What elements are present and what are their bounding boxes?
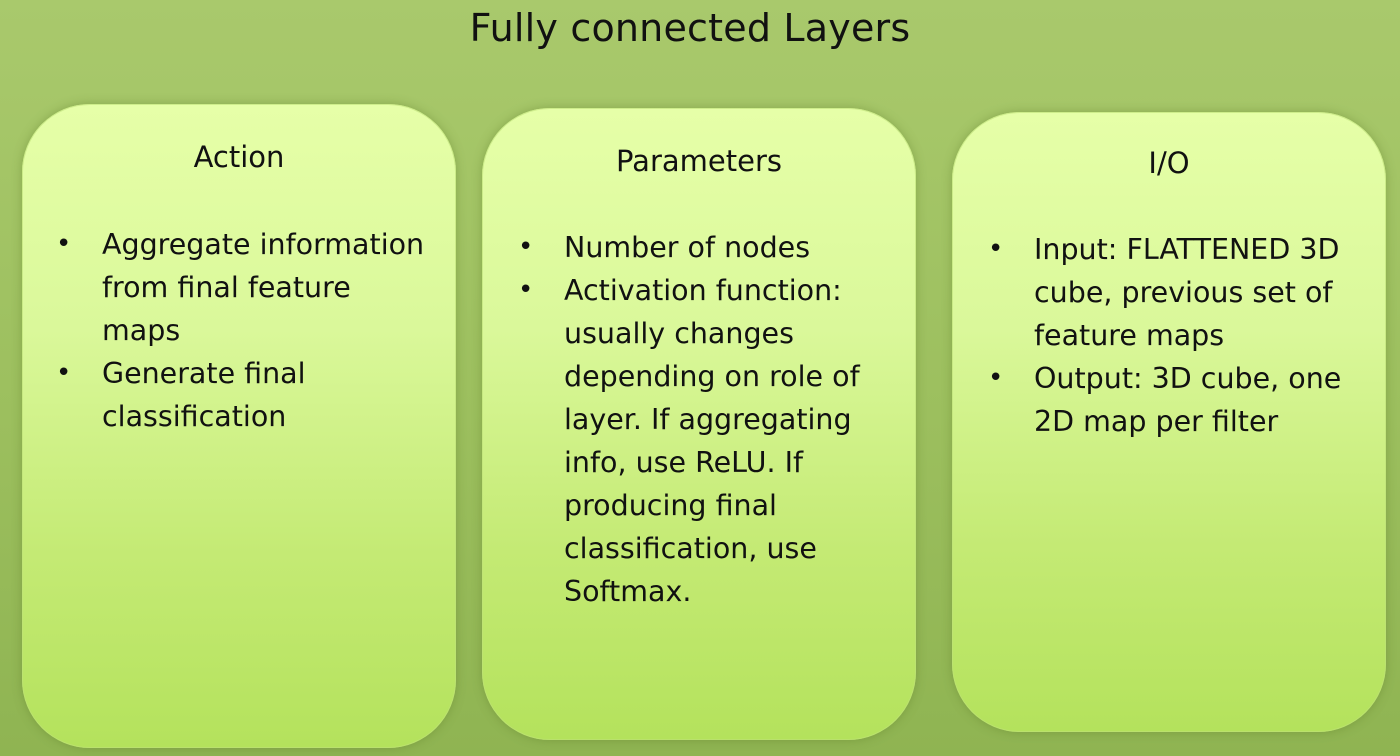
parameters-bullet-2: • Activation function: usually changes d…	[518, 269, 870, 613]
bullet-dot-icon: •	[518, 275, 534, 305]
action-bullet-1-text: Aggregate information from final feature…	[102, 228, 425, 347]
bullet-dot-icon: •	[56, 358, 72, 388]
io-card: I/O • Input: FLATTENED 3D cube, previous…	[952, 112, 1386, 732]
io-card-heading: I/O	[1148, 146, 1190, 180]
io-bullet-list: • Input: FLATTENED 3D cube, previous set…	[988, 228, 1374, 443]
io-bullet-1: • Input: FLATTENED 3D cube, previous set…	[988, 228, 1374, 357]
action-card: Action • Aggregate information from fina…	[22, 104, 456, 748]
slide-title: Fully connected Layers	[469, 6, 911, 50]
bullet-dot-icon: •	[518, 232, 534, 262]
parameters-bullet-1: • Number of nodes	[518, 226, 870, 269]
bullet-dot-icon: •	[988, 363, 1004, 393]
parameters-card: Parameters • Number of nodes • Activatio…	[482, 108, 916, 740]
io-bullet-2-text: Output: 3D cube, one 2D map per filter	[1034, 362, 1342, 438]
action-bullet-list: • Aggregate information from final featu…	[56, 223, 436, 438]
action-bullet-1: • Aggregate information from final featu…	[56, 223, 436, 352]
bullet-dot-icon: •	[56, 229, 72, 259]
parameters-bullet-2-text: Activation function: usually changes dep…	[564, 274, 860, 608]
parameters-card-heading: Parameters	[616, 144, 782, 178]
action-bullet-2: • Generate final classification	[56, 352, 436, 438]
bullet-dot-icon: •	[988, 234, 1004, 264]
action-card-heading: Action	[193, 140, 285, 174]
io-bullet-1-text: Input: FLATTENED 3D cube, previous set o…	[1034, 233, 1340, 352]
parameters-bullet-list: • Number of nodes • Activation function:…	[518, 226, 870, 613]
io-bullet-2: • Output: 3D cube, one 2D map per filter	[988, 357, 1374, 443]
parameters-bullet-1-text: Number of nodes	[564, 231, 811, 264]
action-bullet-2-text: Generate final classification	[102, 357, 306, 433]
